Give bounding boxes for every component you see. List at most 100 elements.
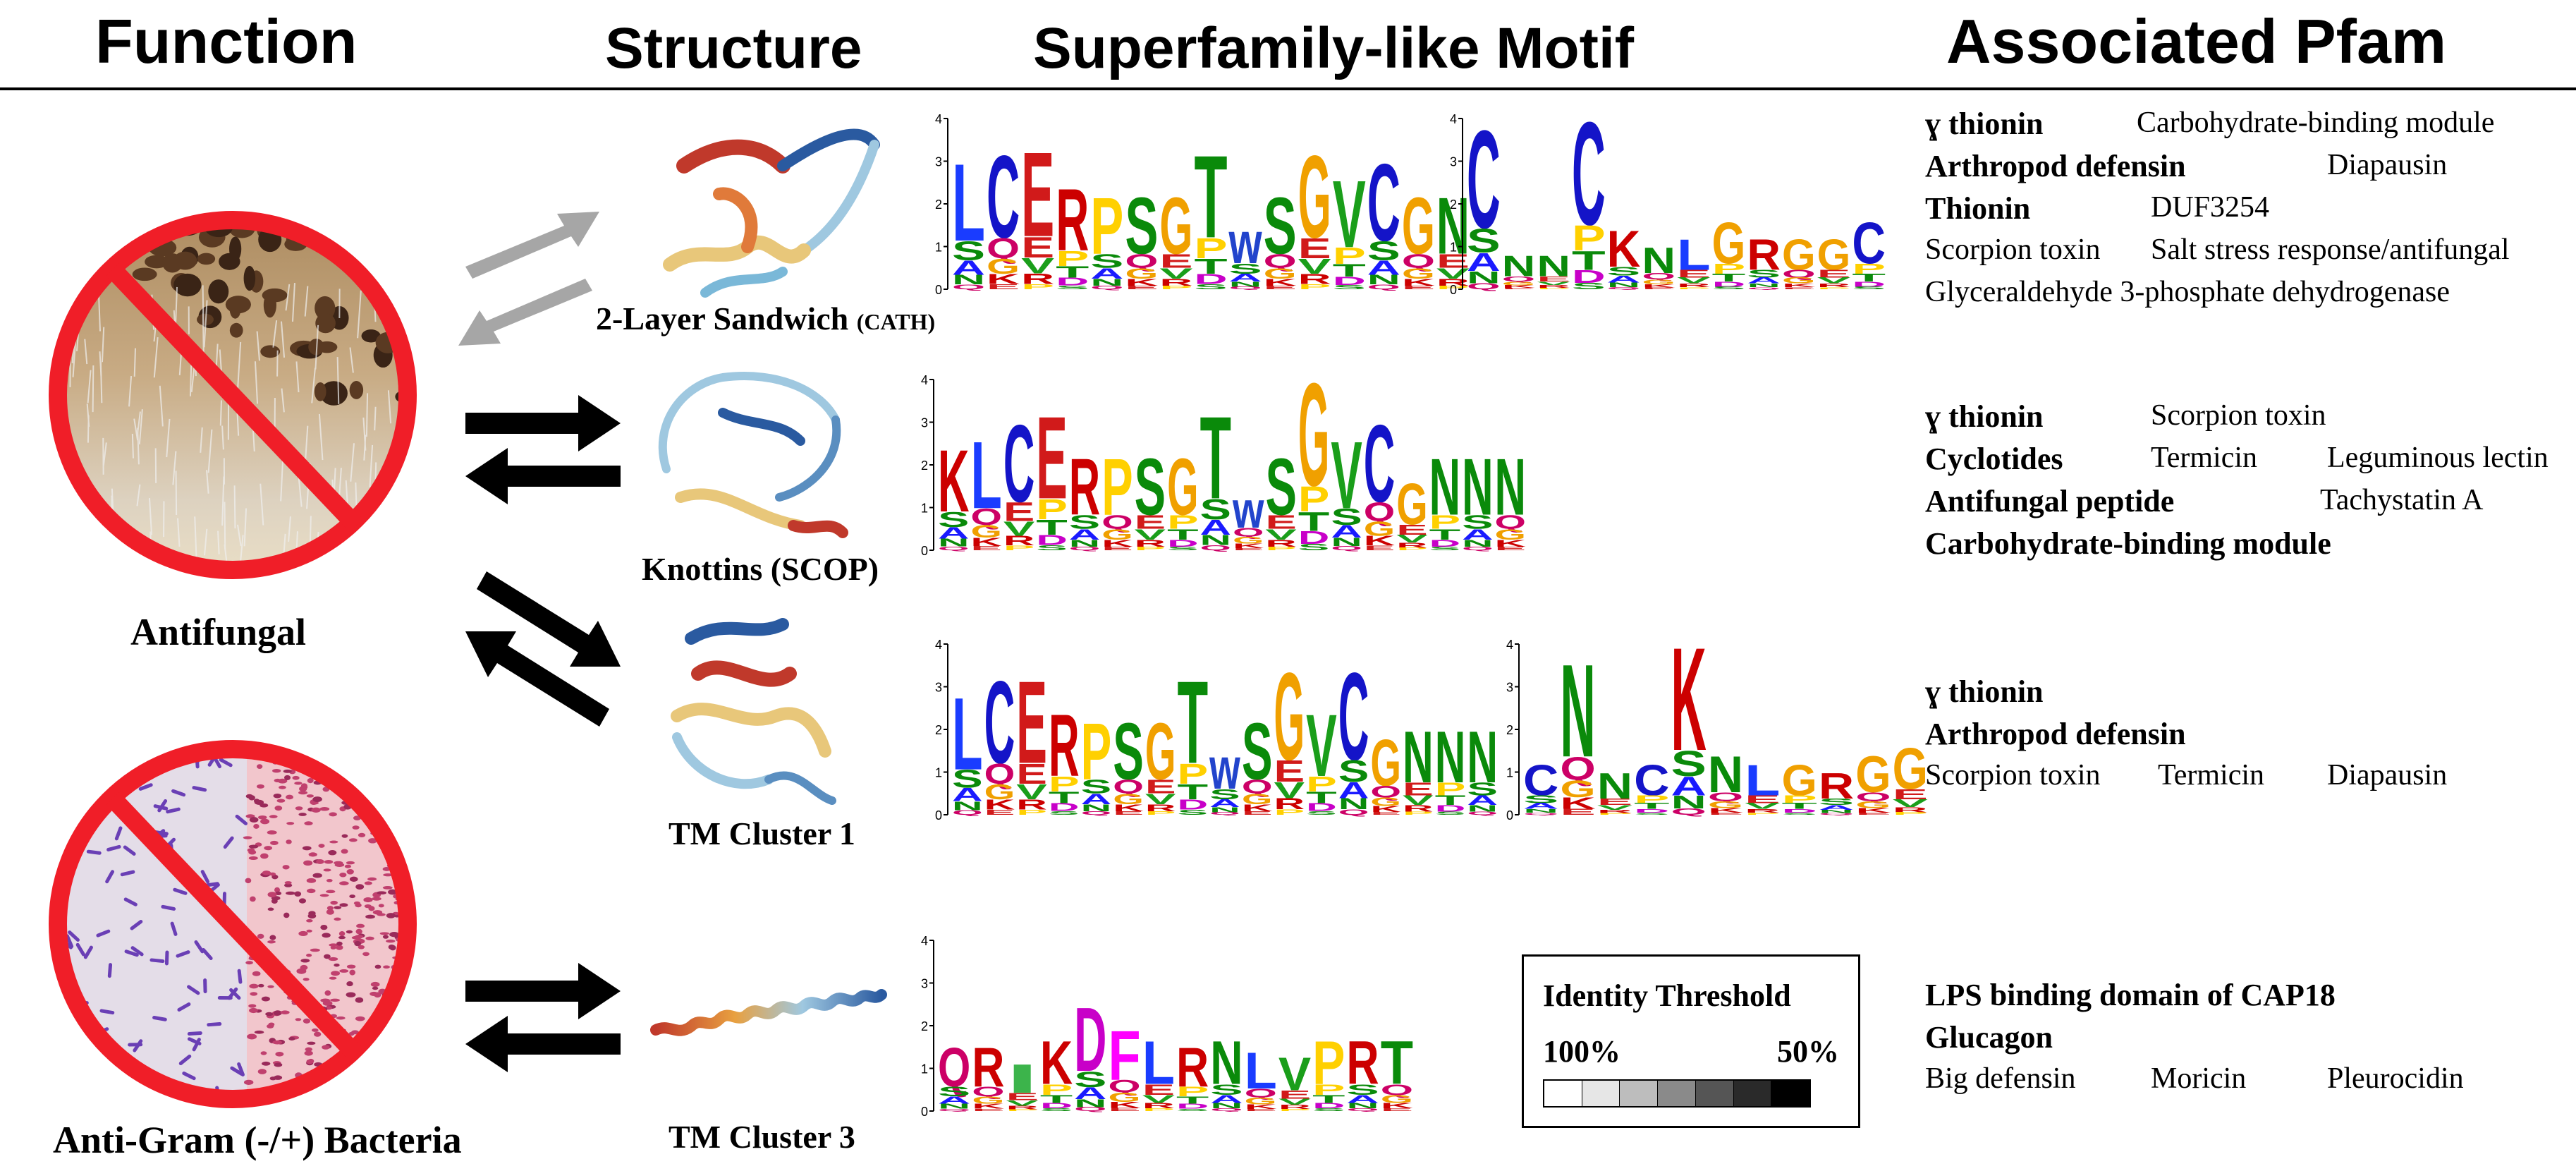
legend-gradient-bar [1543,1079,1811,1108]
logo-letter: N [1462,442,1493,532]
logo-letter: T [1178,657,1209,789]
logo-letter: E [1113,811,1144,816]
logo-letter: V [1274,777,1305,803]
logo-letter: Q [1113,775,1144,797]
logo-letter: T [1298,506,1329,537]
logo-letter: A [1229,272,1262,284]
black-double-arrow-icon [465,395,621,504]
header-structure: Structure [605,16,862,80]
logo-letter: R [1597,809,1632,814]
logo-letter: G [1370,725,1401,799]
legend-swatch [1620,1081,1659,1106]
logo-letter: T [1572,245,1606,276]
structure-source: (CATH) [856,309,936,334]
logo-letter: S [1852,286,1886,290]
logo-letter: S [1435,811,1466,815]
logo-letter: E [1370,811,1401,815]
logo-letter: G [1298,367,1329,517]
pfam-entry: Termicin [2158,759,2264,791]
logo-letter: E [1381,1108,1413,1112]
logo-letter: N [1081,802,1112,813]
structure-label-1: 2-Layer Sandwich (CATH) [596,300,935,337]
logo-letter: Q [1747,287,1781,290]
logo-letter: V [1396,533,1428,545]
logo-letter: G [970,522,1001,542]
pfam-entry: Glucagon [1925,1020,2053,1055]
logo-letter: N [1346,1102,1379,1110]
logo-letter: S [1176,1108,1209,1112]
logo-letter: G [987,254,1020,278]
structure-ribbon-1 [663,128,880,298]
logo-letter: K [1108,1100,1140,1110]
logo-letter: R [1274,796,1305,813]
logo-letter: A [1467,248,1501,277]
logo-letter: Q [1364,497,1395,527]
legend-swatch [1771,1081,1810,1106]
ban-circle [49,740,417,1108]
logo-tick-label: 0 [921,544,928,558]
logo-tick-label: 1 [921,502,928,516]
logo-letter: S [1747,268,1781,280]
pfam-entry: Tachystatin A [2320,484,2484,516]
logo-letter: w [1228,210,1262,276]
logo-tick-label: 2 [921,1019,928,1033]
logo-letter: K [1708,807,1743,814]
logo-letter: E [1537,275,1570,283]
logo-tick-label: 1 [935,241,942,255]
logo-letter: P [1135,546,1166,552]
logo-letter: V [1436,265,1470,281]
logo-letter: Q [984,758,1015,789]
pfam-entry: Thionin [1925,191,2031,226]
logo-letter: A [938,1094,970,1105]
logo-letter: S [1200,493,1231,525]
logo-tick-label: 4 [921,934,928,948]
logo-letter: K [1381,1102,1413,1110]
logo-letter: T [1200,393,1231,524]
logo-letter: S [1069,511,1100,533]
logo-letter: Q [1381,1081,1413,1098]
logo-letter: P [1396,547,1427,551]
logo-letter: E [1264,285,1297,291]
logo-letter: A [1462,526,1493,542]
logo-letter: P [1436,285,1470,291]
logo-letter: N [1090,277,1123,288]
logo-letter: Q [1229,286,1262,290]
logo-letter: D [1049,801,1080,813]
logo-letter: Q [1090,285,1123,291]
logo-tick-label: 0 [935,283,942,297]
logo-letter: S [1125,181,1158,271]
legend-title: Identity Threshold [1543,978,1791,1013]
logo-letter: Q [1462,546,1493,552]
logo-letter: Q [1370,783,1401,801]
pfam-entry: Antifungal peptide [1925,484,2175,518]
logo-letter: S [1462,511,1493,533]
logo-letter: N [938,1103,970,1110]
logo-letter: C [1572,106,1606,256]
legend-swatch [1733,1081,1772,1106]
logo-letter: Q [1331,545,1362,552]
logo-tick-label: 1 [921,1062,928,1076]
logo-letter: K [1101,538,1133,549]
pfam-entry: Diapausin [2327,759,2448,791]
pfam-entry: Carbohydrate-binding module [1925,526,2331,561]
logo-letter: E [1108,1108,1140,1112]
logo-letter: P [1016,808,1047,816]
logo-letter: E [1021,127,1054,262]
logo-letter: S [952,236,985,266]
logo-letter: T [1176,1094,1209,1105]
logo-letter: G [1298,132,1331,263]
logo-letter: V [1306,696,1337,794]
logo-letter: V [1135,526,1166,542]
logo-letter: N [952,799,983,813]
logo-letter: E [1855,812,1891,815]
pfam-entry: Moricin [2151,1062,2247,1095]
logo-letter: G [1782,277,1816,286]
logo-letter: Q [1069,546,1100,552]
logo-letter: R [1346,1028,1379,1097]
logo-letter: E [970,545,1001,552]
logo-tick-label: 3 [1450,155,1457,169]
logo-letter: G [1782,230,1816,279]
logo-letter: S [1265,442,1296,532]
pfam-entry: Scorpion toxin [1925,233,2101,266]
logo-letter: S [1298,542,1329,552]
